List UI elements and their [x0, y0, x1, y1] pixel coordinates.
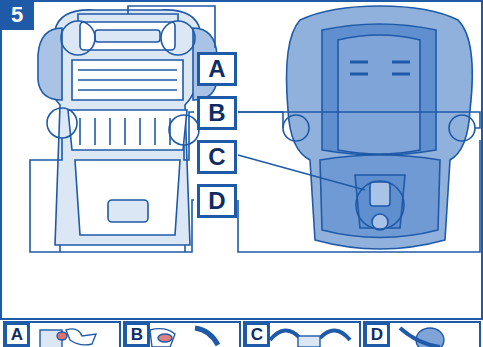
detail-circles [283, 115, 475, 229]
panel-letter: D [364, 322, 390, 347]
callout-letter: A [197, 52, 237, 86]
box-label: D [208, 189, 225, 213]
step-number: 5 [0, 0, 34, 30]
box-label: A [11, 326, 23, 343]
step-panel [4, 322, 480, 347]
callout-letter: D [197, 184, 237, 218]
box-label: A [208, 57, 225, 81]
leader-line [30, 6, 480, 252]
panel-letter: B [124, 322, 150, 347]
panel-letter: C [244, 322, 270, 347]
box-label: B [131, 326, 143, 343]
box-label: C [251, 326, 263, 343]
seat-rear-view [38, 10, 217, 252]
box-label: D [371, 326, 383, 343]
seat-front-view [287, 6, 473, 249]
callout-letter: B [197, 96, 237, 130]
box-label: B [208, 101, 225, 125]
panel-letter: A [4, 322, 30, 347]
box-label: C [208, 145, 225, 169]
box-label: 5 [11, 4, 23, 26]
callout-letter: C [197, 140, 237, 174]
frame [1, 1, 482, 319]
detail-circles [47, 21, 199, 145]
